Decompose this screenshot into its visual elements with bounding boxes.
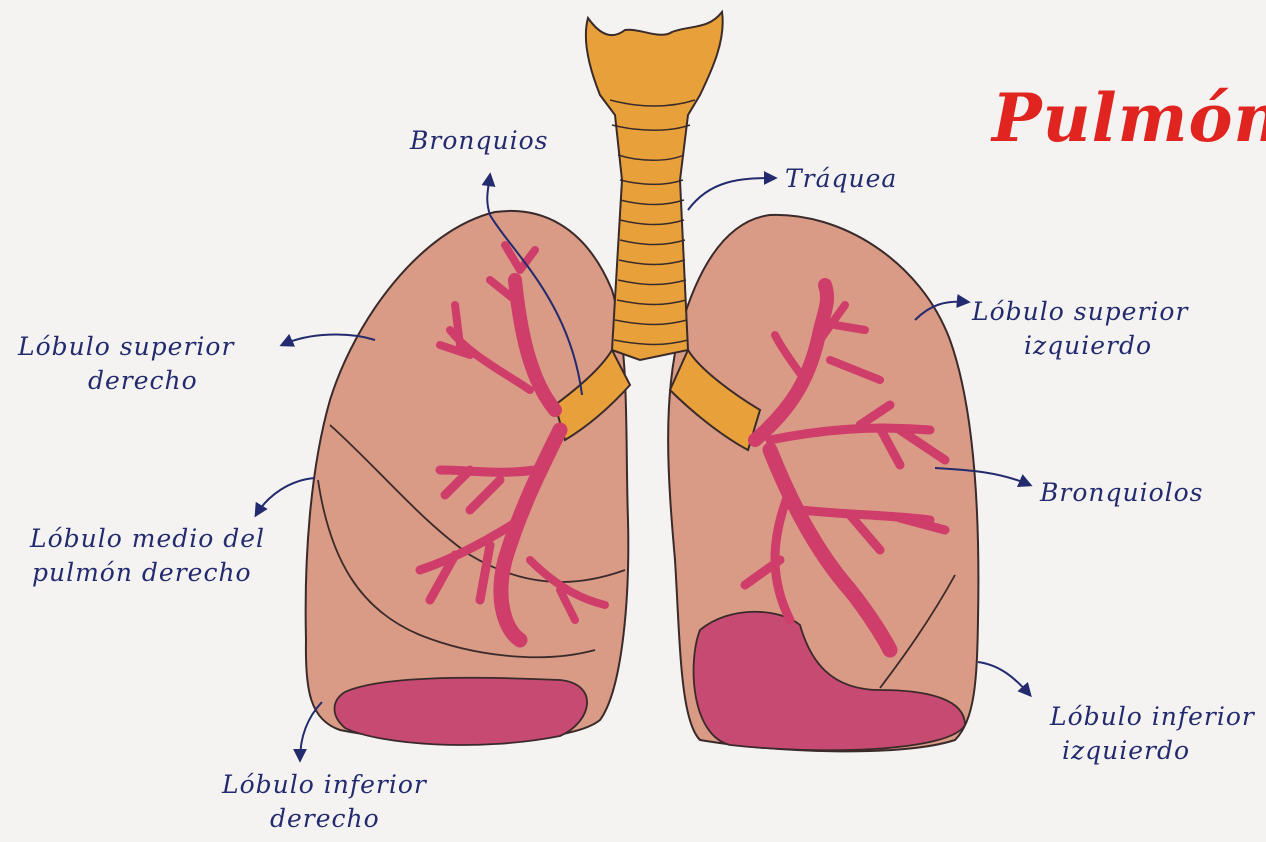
label-line: Lóbulo superior	[18, 330, 234, 364]
right-lower-lobe	[334, 678, 587, 745]
page-title: Pulmón	[992, 78, 1266, 158]
label-line: Lóbulo superior	[972, 295, 1188, 329]
label-line: Lóbulo inferior	[1040, 700, 1255, 734]
label-lobulo-inferior-derecho: Lóbulo inferior derecho	[222, 768, 427, 836]
label-bronquiolos: Bronquiolos	[1040, 476, 1204, 510]
traquea-arrow	[688, 178, 775, 210]
label-line: derecho	[18, 364, 234, 398]
label-line: derecho	[222, 802, 427, 836]
label-line: Lóbulo medio del	[30, 522, 265, 556]
lobulo-medio-arrow	[256, 478, 315, 515]
label-line: pulmón derecho	[30, 556, 265, 590]
label-lobulo-medio: Lóbulo medio del pulmón derecho	[30, 522, 265, 590]
label-line: izquierdo	[972, 329, 1188, 363]
lobulo-inferior-izquierdo-arrow	[978, 662, 1030, 695]
label-bronquios: Bronquios	[410, 124, 548, 158]
label-lobulo-superior-derecho: Lóbulo superior derecho	[18, 330, 234, 398]
label-line: Lóbulo inferior	[222, 768, 427, 802]
label-traquea: Tráquea	[785, 162, 897, 196]
label-lobulo-inferior-izquierdo: Lóbulo inferior izquierdo	[1040, 700, 1255, 768]
label-line: izquierdo	[1040, 734, 1255, 768]
label-lobulo-superior-izquierdo: Lóbulo superior izquierdo	[972, 295, 1188, 363]
